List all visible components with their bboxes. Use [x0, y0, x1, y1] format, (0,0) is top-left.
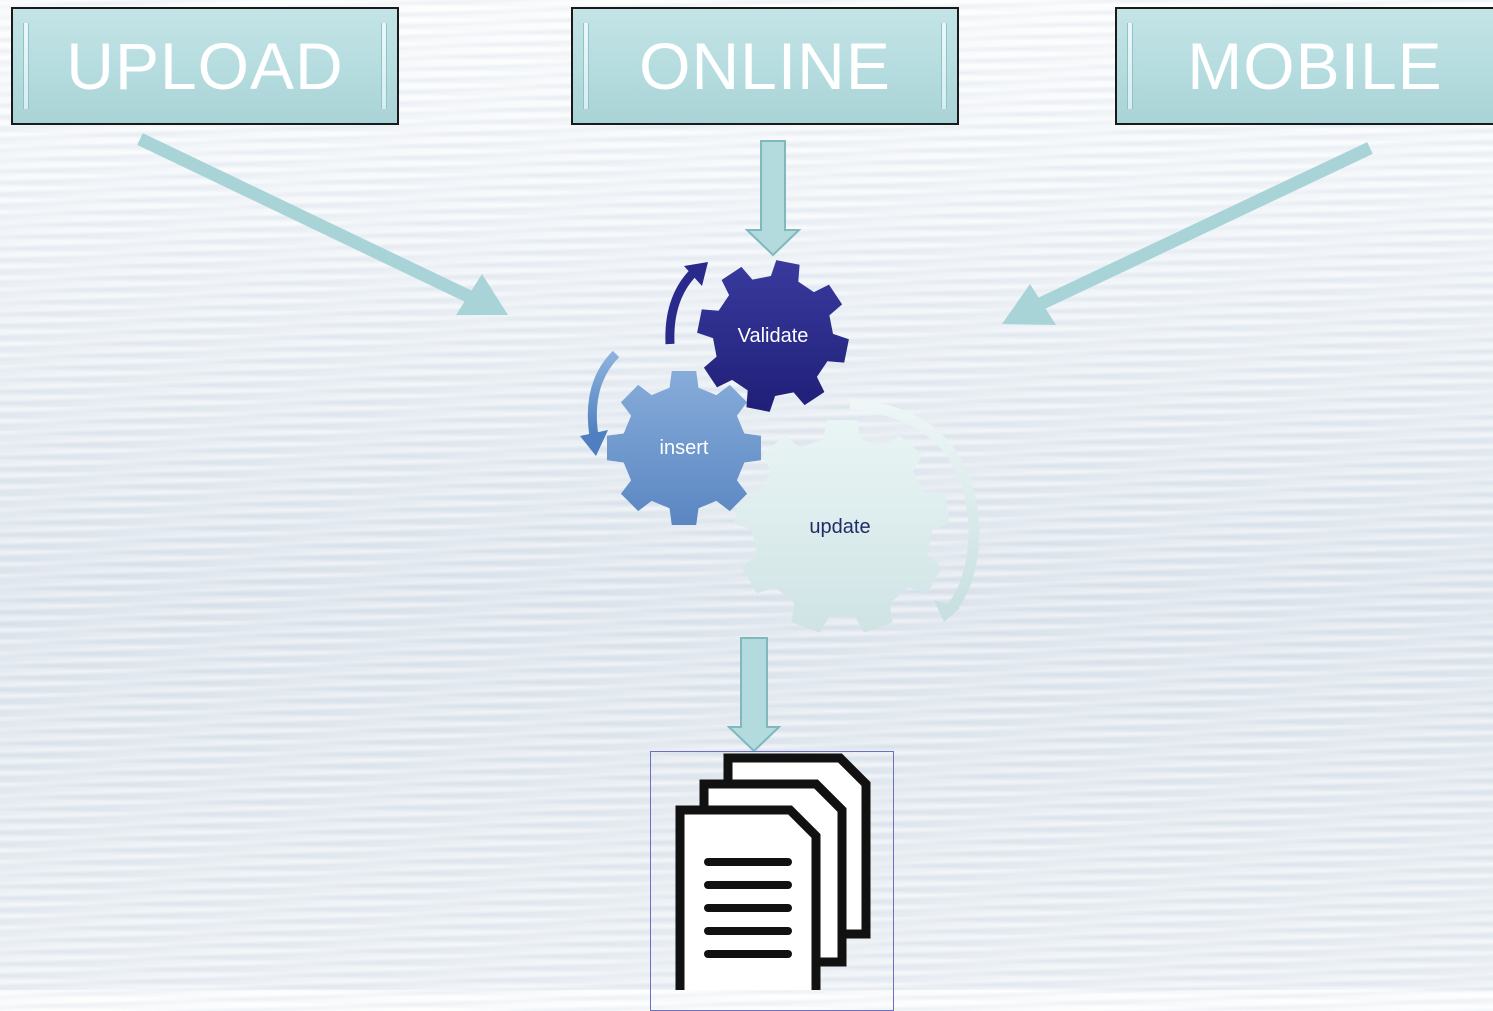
gear-insert-shape — [607, 371, 761, 525]
upload-label: UPLOAD — [66, 29, 344, 103]
mobile-arrow — [1002, 142, 1373, 325]
online-down-arrow — [744, 140, 802, 257]
online-source-box: ONLINE — [571, 7, 959, 125]
mobile-source-box: MOBILE — [1115, 7, 1493, 125]
insert-gear — [607, 371, 761, 525]
documents-frame — [650, 751, 894, 1011]
upload-arrow — [137, 133, 508, 315]
flow-diagram: update insert Validate — [137, 133, 1373, 990]
validate-gear — [697, 260, 849, 412]
output-down-arrow — [726, 637, 782, 753]
update-cycle-arrow — [849, 398, 980, 622]
documents-icon — [675, 753, 871, 990]
update-gear — [734, 420, 950, 633]
validate-cycle-arrow — [665, 262, 708, 345]
gear-validate-shape — [697, 260, 849, 412]
gear-update-shape — [734, 420, 950, 633]
insert-cycle-arrow — [580, 350, 620, 456]
online-label: ONLINE — [639, 29, 891, 103]
update-label: update — [809, 516, 870, 538]
mobile-label: MOBILE — [1187, 29, 1443, 103]
validate-label: Validate — [738, 325, 809, 347]
insert-label: insert — [660, 437, 709, 459]
upload-source-box: UPLOAD — [11, 7, 399, 125]
